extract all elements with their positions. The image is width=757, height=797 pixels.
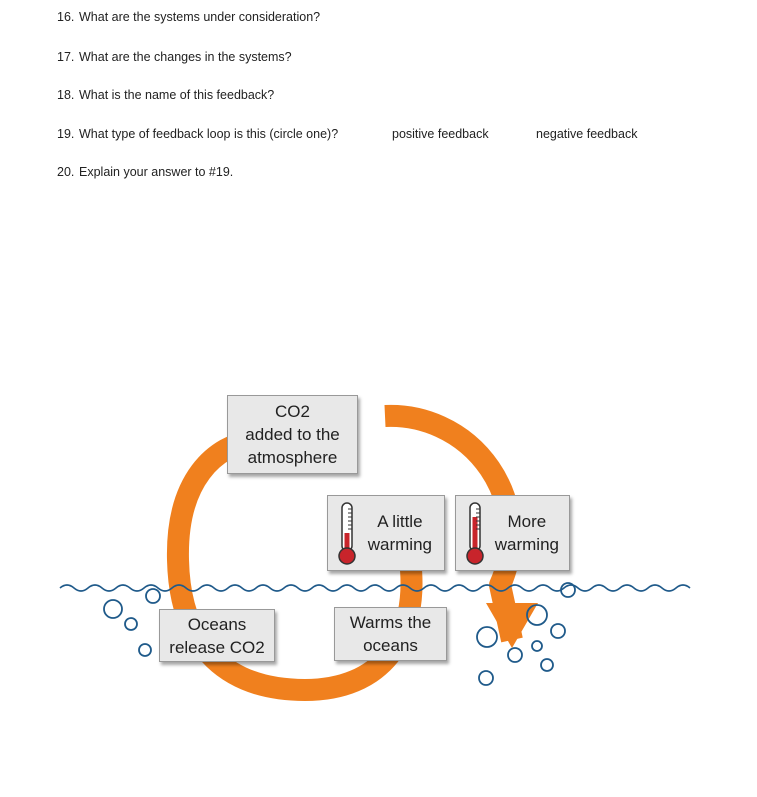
question-number: 16. [57, 10, 75, 24]
bubble [476, 626, 498, 648]
question-18: 18. What is the name of this feedback? [57, 88, 274, 102]
question-19: 19. What type of feedback loop is this (c… [57, 127, 737, 141]
box-label: Oceans release CO2 [169, 614, 265, 657]
question-text: Explain your answer to #19. [79, 165, 234, 179]
thermometer-icon [466, 502, 484, 565]
question-17: 17. What are the changes in the systems? [57, 50, 292, 64]
box-more-warming: More warming [455, 495, 570, 571]
box-oceans-release: Oceans release CO2 [159, 609, 275, 662]
box-label: A little warming [367, 512, 432, 554]
question-16: 16. What are the systems under considerat… [57, 10, 320, 24]
question-number: 17. [57, 50, 75, 64]
question-text: What is the name of this feedback? [79, 88, 275, 102]
option-positive-feedback[interactable]: positive feedback [392, 127, 489, 141]
box-little-warming: A little warming [327, 495, 445, 571]
box-co2-added: CO2 added to the atmosphere [227, 395, 358, 474]
bubbles [103, 582, 576, 686]
bubble [540, 658, 554, 672]
option-negative-feedback[interactable]: negative feedback [536, 127, 638, 141]
bubble [145, 588, 161, 604]
box-warms-oceans: Warms the oceans [334, 607, 447, 661]
bubble [526, 604, 548, 626]
bubble [124, 617, 138, 631]
box-label: Warms the oceans [349, 613, 432, 655]
bubble [531, 640, 543, 652]
box-label: CO2 added to the atmosphere [245, 402, 340, 467]
box-label: More warming [494, 512, 559, 554]
bubble [478, 670, 494, 686]
bubble [103, 599, 123, 619]
question-number: 20. [57, 165, 75, 179]
question-20: 20. Explain your answer to #19. [57, 165, 233, 179]
question-number: 19. [57, 127, 75, 141]
bubble [138, 643, 152, 657]
question-text: What are the systems under consideration… [79, 10, 321, 24]
question-text: What are the changes in the systems? [79, 50, 292, 64]
water-surface-line [59, 584, 691, 592]
question-number: 18. [57, 88, 75, 102]
thermometer-icon [338, 502, 356, 565]
bubble [507, 647, 523, 663]
question-text: What type of feedback loop is this (circ… [79, 127, 339, 141]
bubble [550, 623, 566, 639]
bubble [560, 582, 576, 598]
